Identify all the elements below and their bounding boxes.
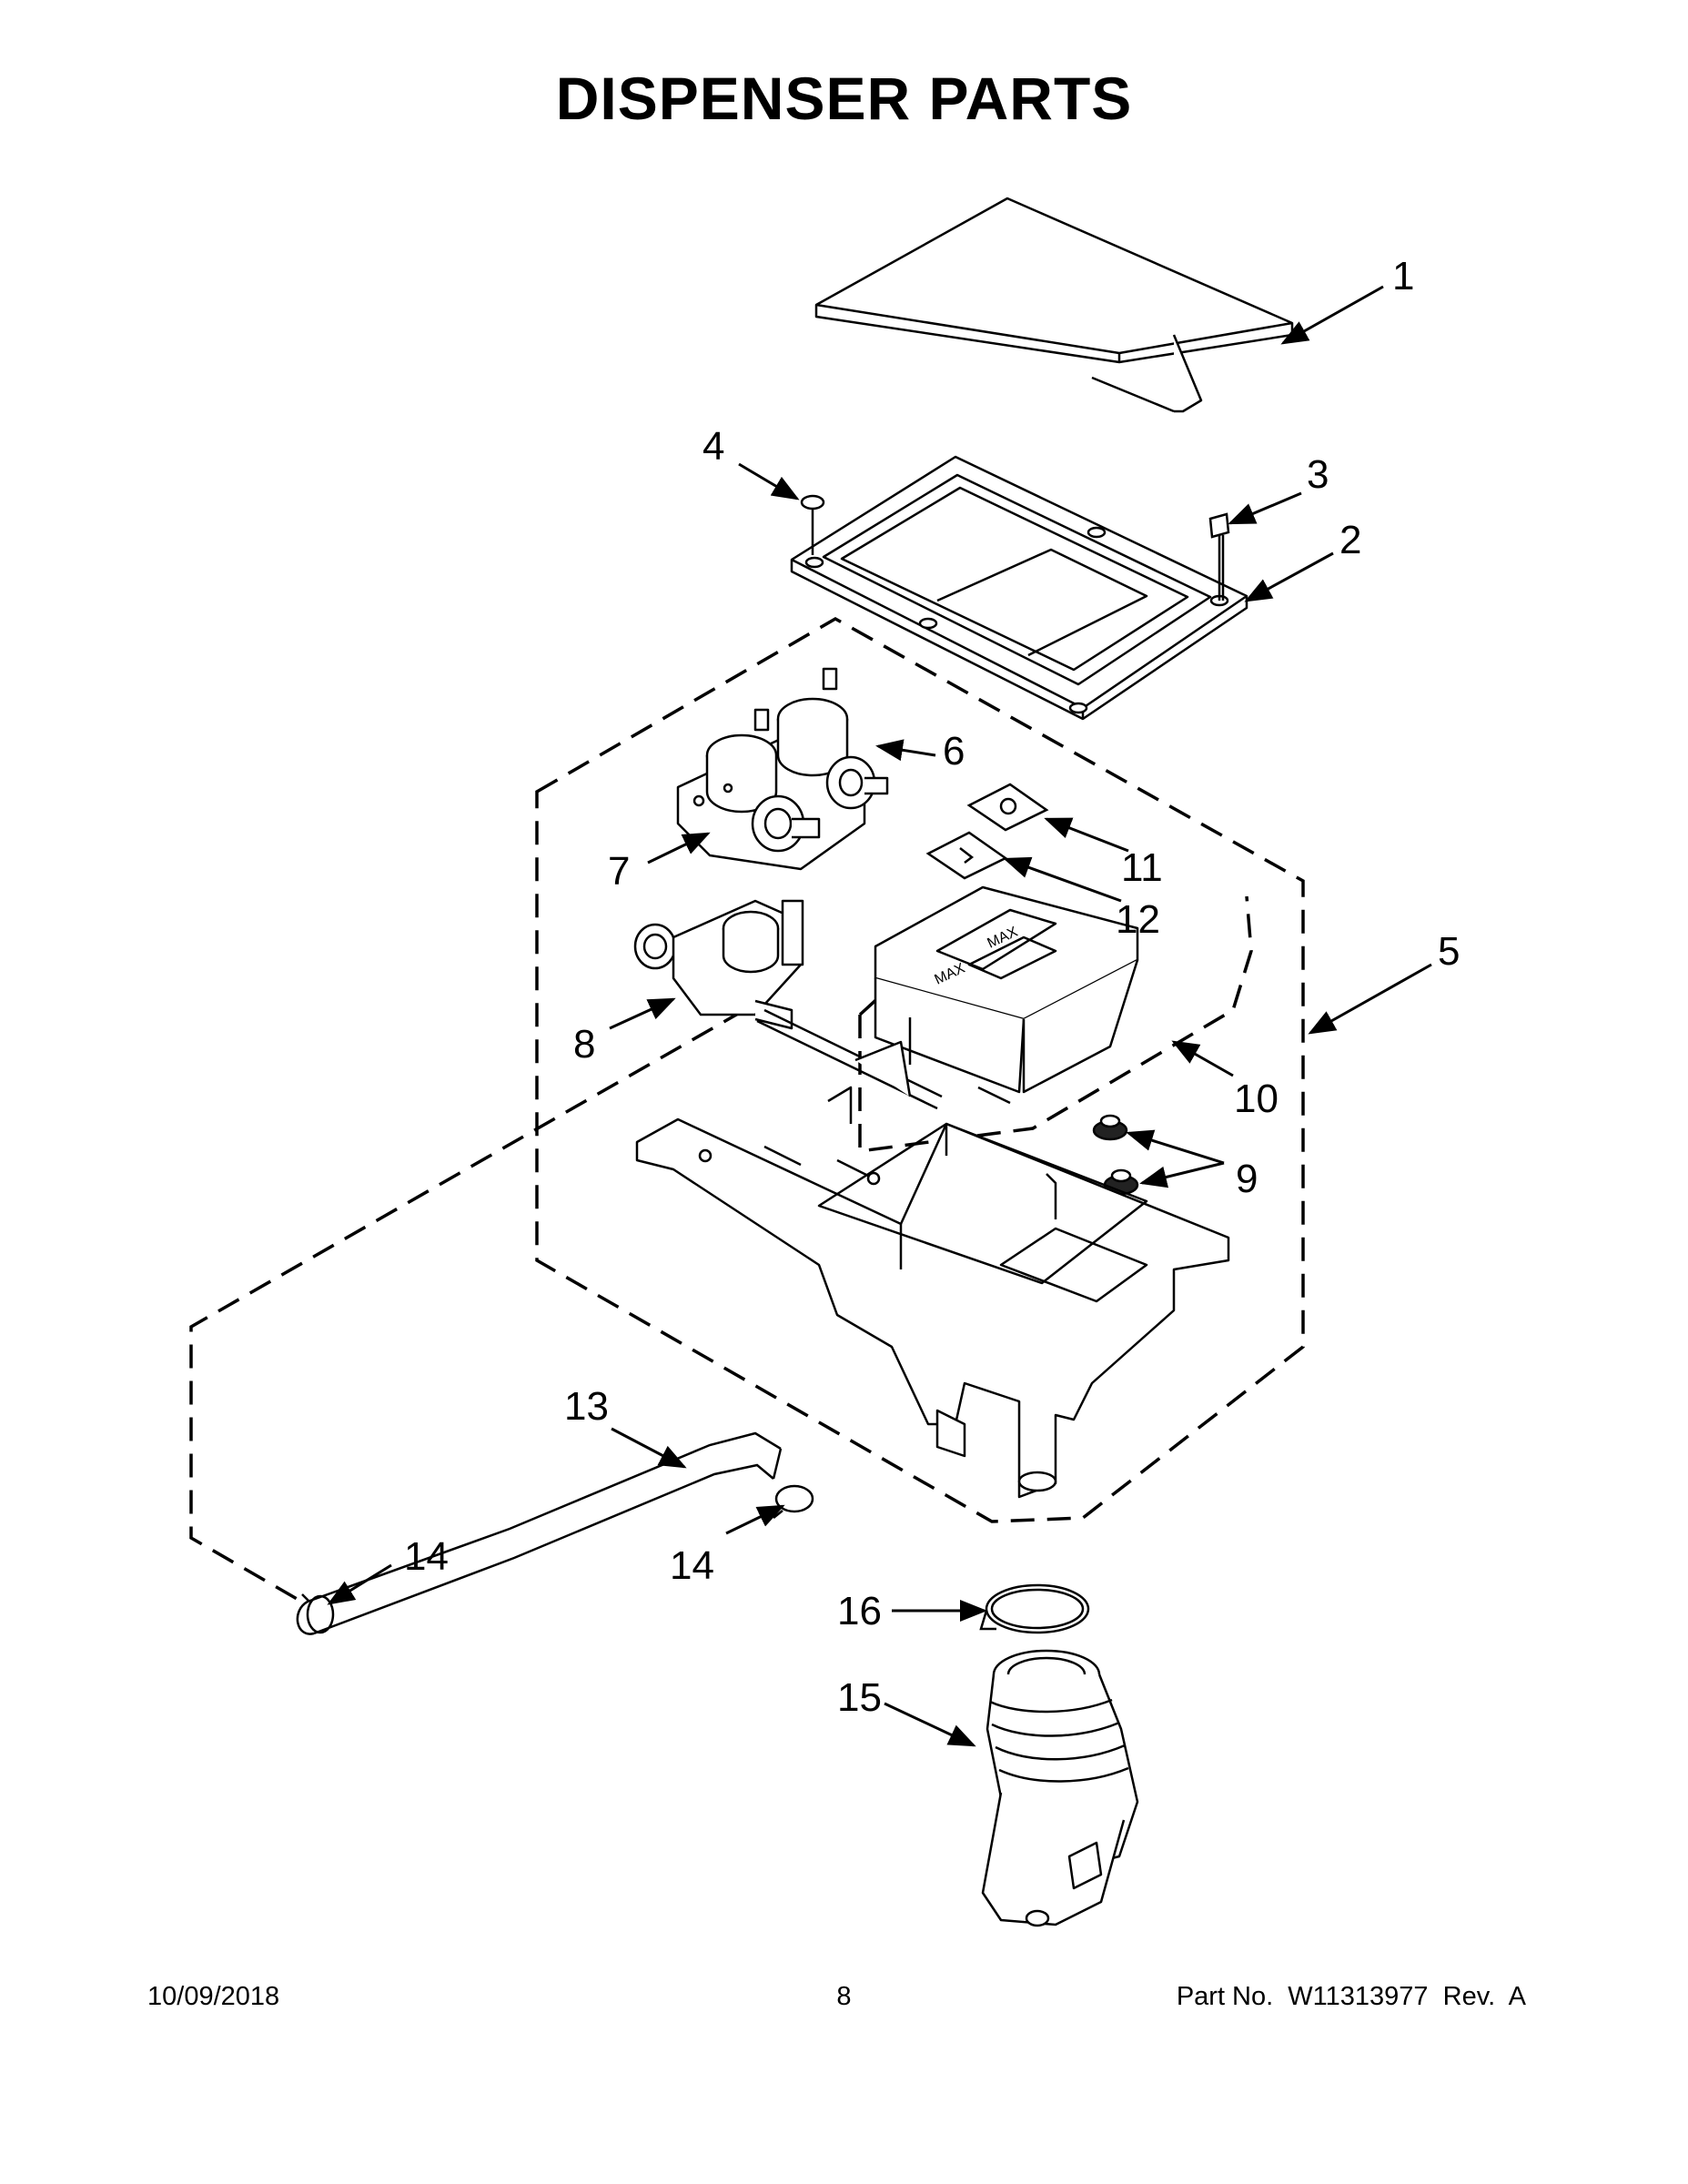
part-14-clamp-left xyxy=(301,1593,335,1634)
callout-5: 5 xyxy=(1438,929,1460,974)
arrow-8 xyxy=(609,997,676,1030)
arrow-11 xyxy=(1044,817,1129,853)
part-15-bellows xyxy=(981,1649,1139,1927)
callout-8: 8 xyxy=(573,1022,595,1067)
arrow-3 xyxy=(1228,491,1302,525)
callout-15: 15 xyxy=(837,1675,882,1720)
callout-2: 2 xyxy=(1339,518,1361,562)
callout-16: 16 xyxy=(837,1589,882,1633)
part-5-dispenser-housing xyxy=(635,1040,1230,1499)
callout-11: 11 xyxy=(1121,845,1163,890)
callout-13: 13 xyxy=(564,1384,609,1429)
arrow-14-right xyxy=(725,1504,785,1535)
callout-10: 10 xyxy=(1234,1077,1279,1121)
arrow-2 xyxy=(1244,551,1334,602)
callout-9: 9 xyxy=(1236,1157,1258,1201)
arrow-9a xyxy=(1126,1129,1225,1165)
callout-14-left: 14 xyxy=(404,1534,449,1579)
callout-4: 4 xyxy=(702,424,724,469)
part-4-plug xyxy=(800,494,825,555)
part-13-hose xyxy=(296,1431,783,1635)
part-12-tile xyxy=(925,831,1008,880)
part-11-tile xyxy=(966,783,1049,832)
arrow-4 xyxy=(738,462,800,500)
footer-date: 10/09/2018 xyxy=(147,1982,280,2011)
footer-part-number: Part No. W11313977 Rev. A xyxy=(1176,1982,1526,2011)
part-10-detergent-drawer: MAX MAX xyxy=(874,885,1139,1094)
hose-connection-dashed-line xyxy=(189,1008,745,1605)
callout-3: 3 xyxy=(1307,452,1329,497)
part-5-assembly-outline xyxy=(535,616,1305,1523)
part-6-7-water-valves xyxy=(676,667,889,871)
callout-12: 12 xyxy=(1116,897,1160,942)
part-1-top-cover xyxy=(814,197,1294,413)
part-8-water-valve xyxy=(633,899,804,1030)
page-title: DISPENSER PARTS xyxy=(555,65,1133,132)
arrow-6 xyxy=(875,739,936,762)
arrow-7 xyxy=(647,832,711,864)
arrow-15 xyxy=(884,1702,976,1747)
part-3-screw xyxy=(1208,512,1230,601)
arrow-5 xyxy=(1308,963,1432,1035)
arrow-1 xyxy=(1280,285,1384,345)
callout-7: 7 xyxy=(608,849,630,894)
callout-arrows xyxy=(327,285,1432,1747)
callout-1: 1 xyxy=(1392,254,1414,298)
callout-6: 6 xyxy=(943,729,965,774)
footer-page-number: 8 xyxy=(836,1982,852,2011)
callout-14-right: 14 xyxy=(670,1543,714,1588)
part-16-clamp xyxy=(979,1583,1090,1634)
callout-numbers: 1 2 3 4 5 6 7 8 9 10 11 12 13 14 14 15 1… xyxy=(404,254,1460,1720)
arrow-13 xyxy=(611,1427,687,1469)
arrow-14-left xyxy=(327,1563,392,1605)
part-14-clamp-right xyxy=(773,1484,814,1519)
arrow-12 xyxy=(1003,856,1122,903)
part-2-bezel-frame xyxy=(790,455,1248,721)
arrow-9b xyxy=(1139,1161,1225,1188)
arrow-10 xyxy=(1171,1040,1234,1077)
